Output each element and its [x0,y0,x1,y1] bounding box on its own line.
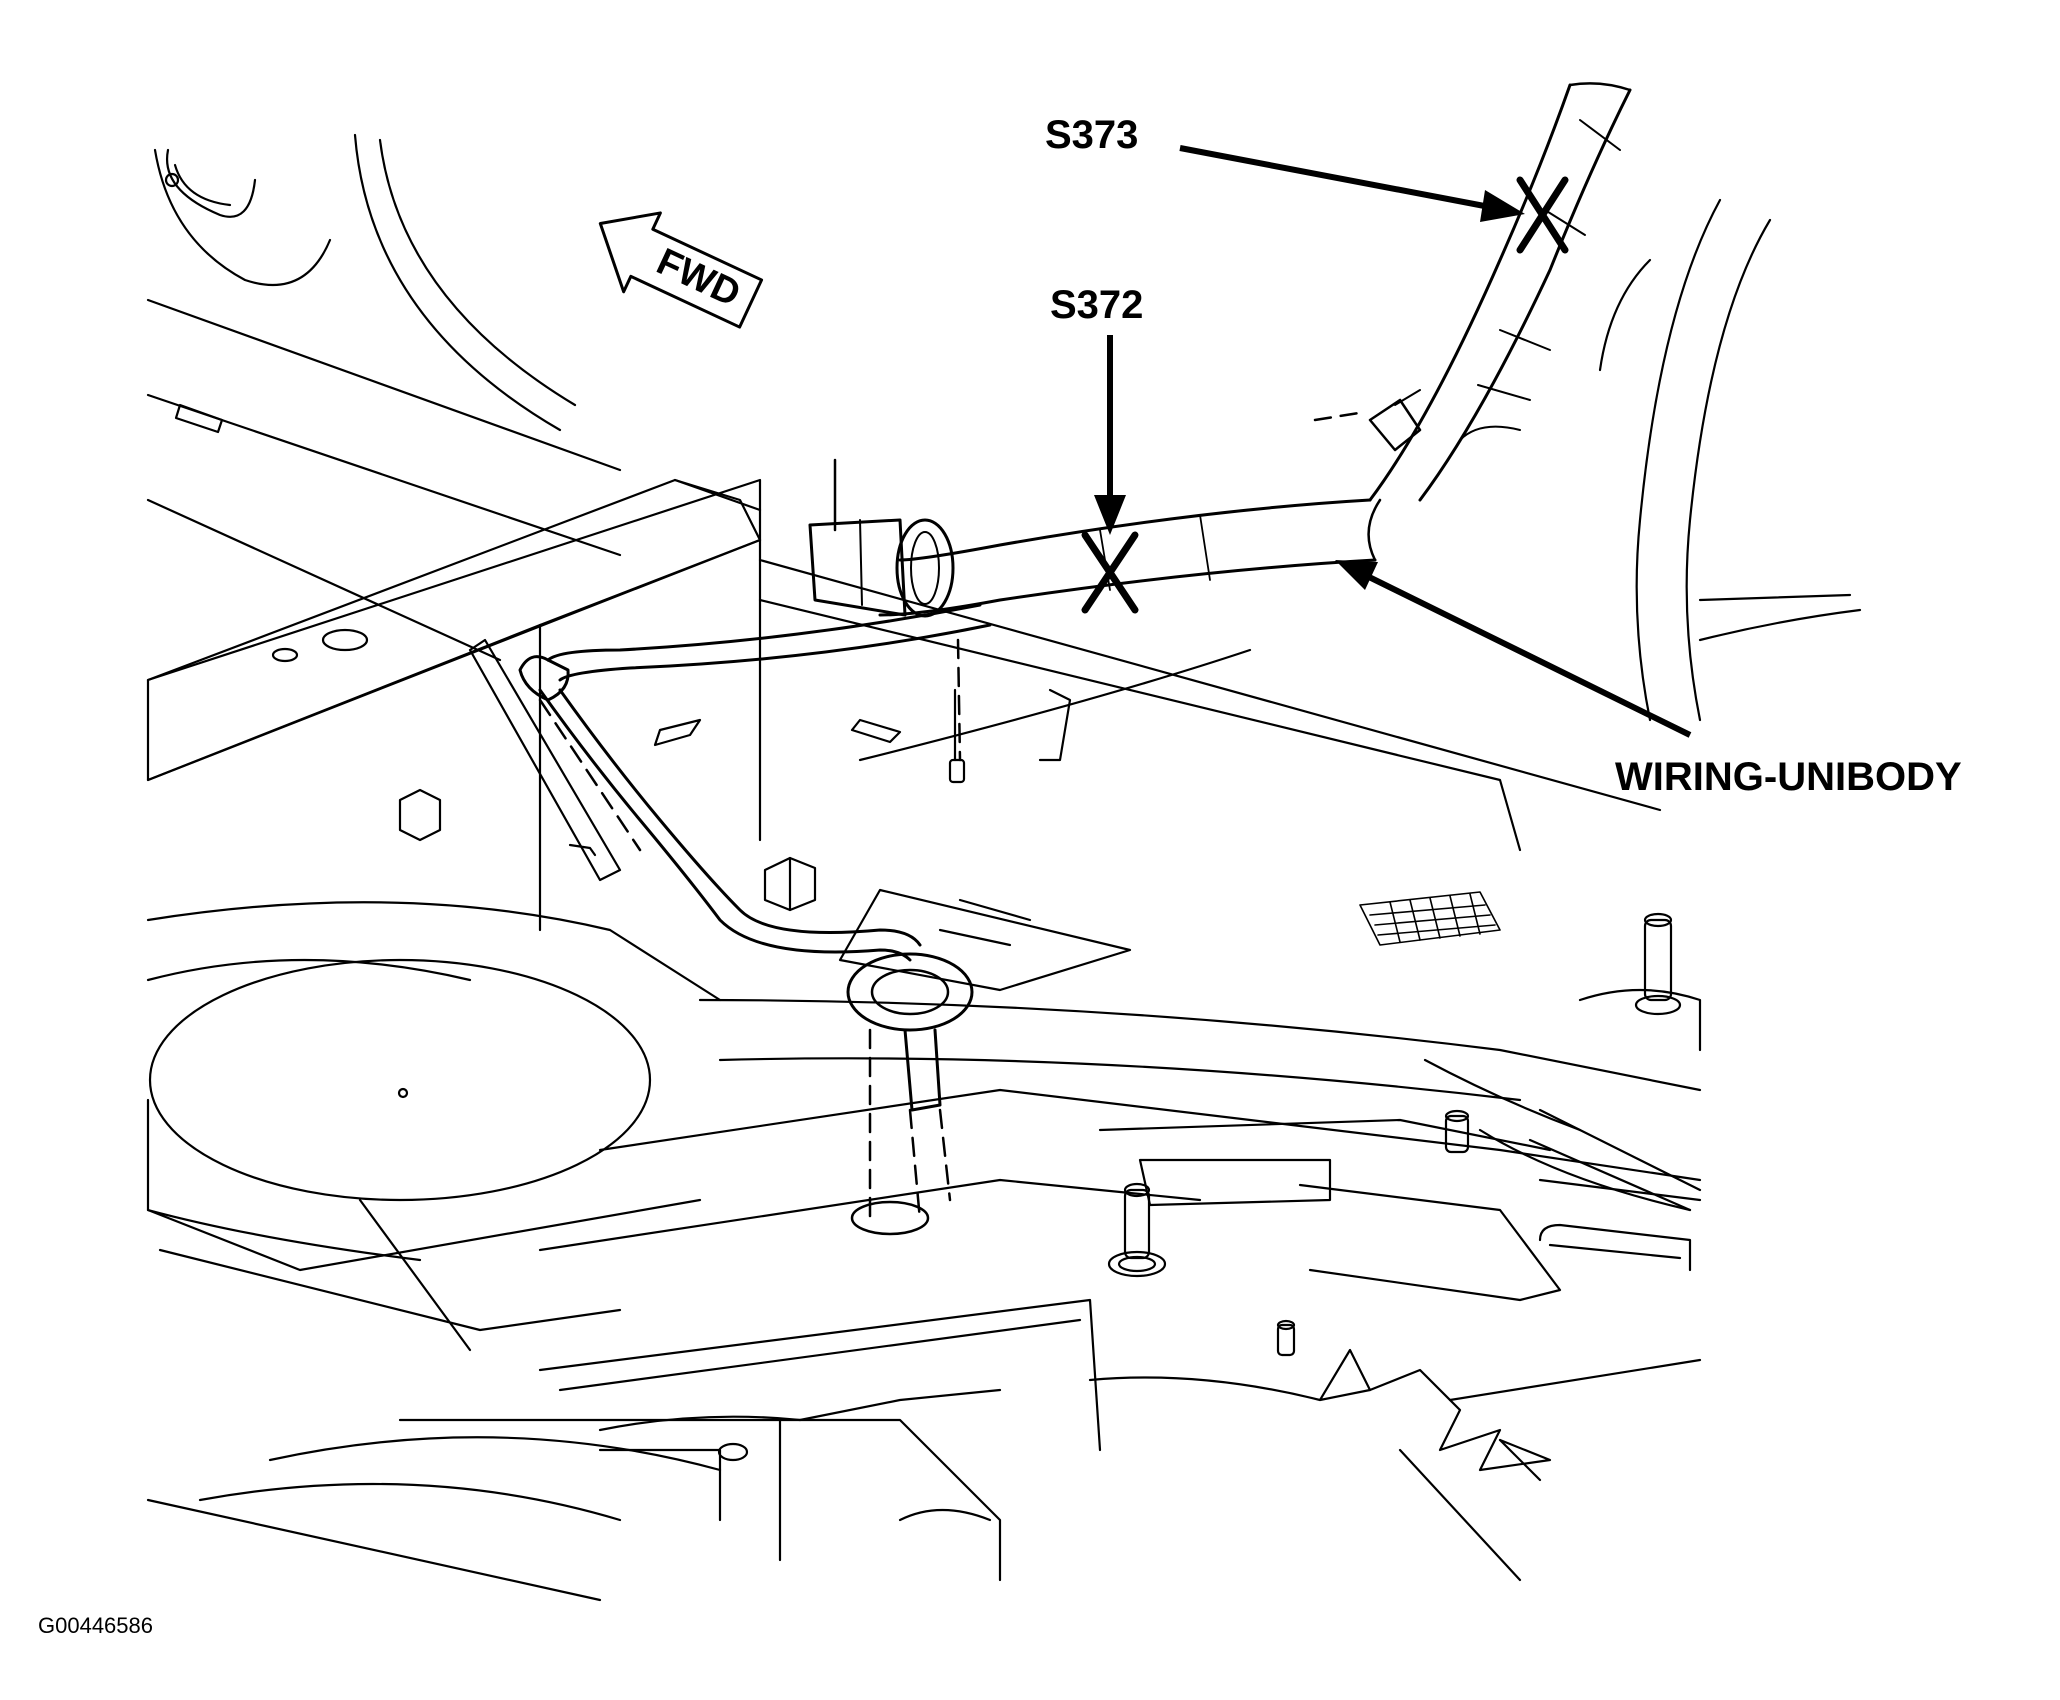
figure-id: G00446586 [38,1613,153,1638]
splice-s372-marker [1081,531,1139,614]
callout-s373-leader [1179,145,1496,211]
splice-s373-marker [1516,176,1569,254]
callout-wiring: WIRING-UNIBODY [1335,560,1962,799]
callout-s373: S373 [1045,113,1569,254]
callout-s372: S372 [1050,283,1143,614]
callout-s373-arrowhead [1480,190,1525,222]
forward-arrow: FWD [598,211,764,329]
callout-s372-label: S372 [1050,283,1143,327]
callout-wiring-leader [1363,572,1692,738]
unibody-structure [146,133,1862,1602]
callout-s372-arrowhead [1094,495,1126,535]
floor-studs [1107,912,1682,1357]
perforated-pad [1359,891,1501,946]
callout-s373-label: S373 [1045,113,1138,157]
callout-wiring-arrowhead [1335,560,1378,590]
callout-wiring-label: WIRING-UNIBODY [1615,755,1962,799]
wiring-harness [518,82,1632,1236]
